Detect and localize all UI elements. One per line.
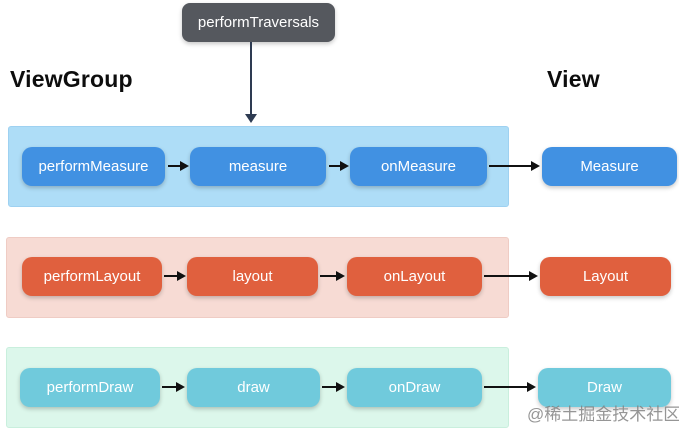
arrow-ondraw-draw-result	[484, 382, 536, 392]
juejin-watermark: @稀土掘金技术社区	[527, 405, 679, 424]
down-arrow	[245, 42, 257, 123]
view-heading: View	[547, 66, 600, 92]
measure-node: measure	[190, 147, 326, 186]
arrow-performmeasure-measure	[168, 161, 189, 171]
on-layout-node: onLayout	[347, 257, 482, 296]
on-measure-node: onMeasure	[350, 147, 487, 186]
layout-node: layout	[187, 257, 318, 296]
draw-node: draw	[187, 368, 320, 407]
perform-draw-node: performDraw	[20, 368, 160, 407]
viewgroup-heading: ViewGroup	[10, 66, 133, 92]
arrow-performlayout-layout	[164, 271, 186, 281]
arrow-draw-ondraw	[322, 382, 345, 392]
perform-measure-node: performMeasure	[22, 147, 165, 186]
arrow-onlayout-layout-result	[484, 271, 538, 281]
arrow-onmeasure-measure-result	[489, 161, 540, 171]
arrow-measure-onmeasure	[329, 161, 349, 171]
arrow-performdraw-draw	[162, 382, 185, 392]
arrow-layout-onlayout	[320, 271, 345, 281]
perform-layout-node: performLayout	[22, 257, 162, 296]
layout-result-node: Layout	[540, 257, 671, 296]
perform-traversals-node: performTraversals	[182, 3, 335, 42]
measure-result-node: Measure	[542, 147, 677, 186]
draw-result-node: Draw	[538, 368, 671, 407]
on-draw-node: onDraw	[347, 368, 482, 407]
